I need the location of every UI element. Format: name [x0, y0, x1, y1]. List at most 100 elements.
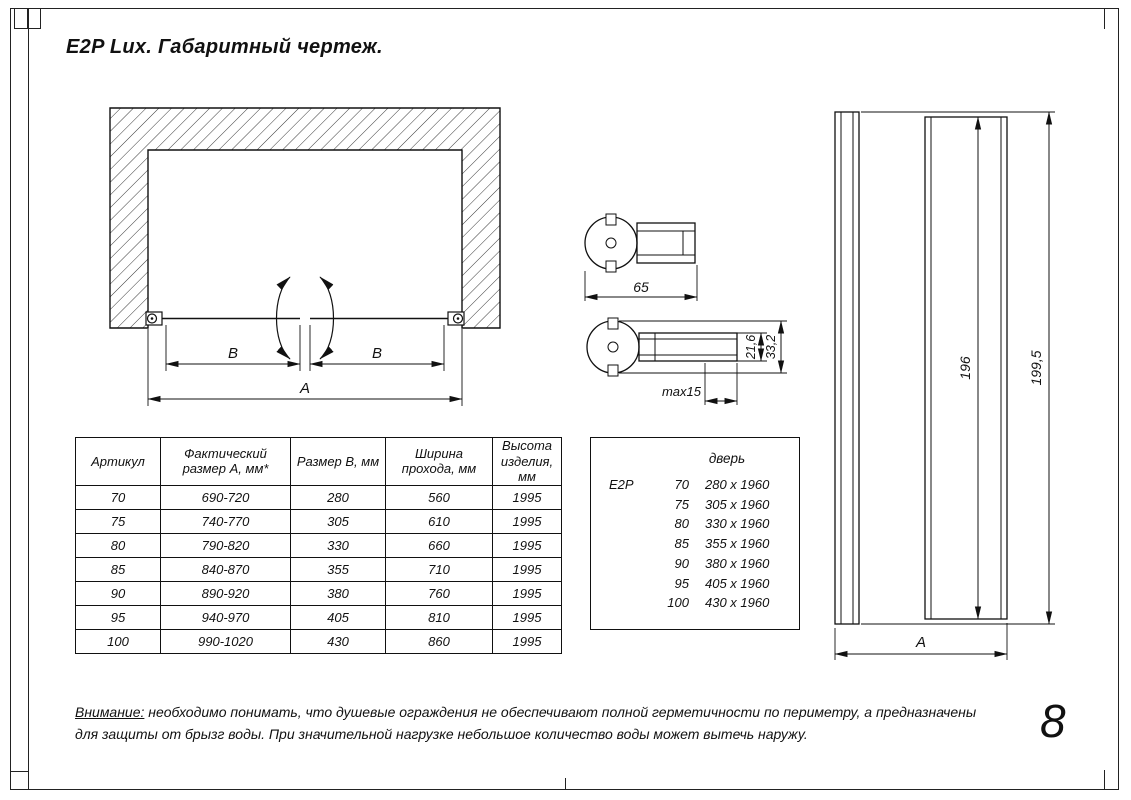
- spec-cell: 85: [75, 556, 161, 582]
- spec-cell: 1995: [492, 556, 562, 582]
- sheet-margin-line: [28, 8, 29, 790]
- dim-label-b-right: B: [372, 345, 382, 362]
- spec-cell: 740-770: [160, 508, 291, 534]
- spec-cell: 95: [75, 604, 161, 630]
- door-series: [609, 534, 657, 554]
- door-dims: 430 x 1960: [705, 595, 770, 611]
- door-dims: 330 x 1960: [705, 516, 770, 532]
- spec-cell: 610: [385, 508, 493, 534]
- door-row: 80 330 x 1960: [609, 514, 799, 534]
- dim-front-a: A: [834, 623, 1008, 660]
- spec-cell: 1995: [492, 580, 562, 606]
- front-view-drawing: 196 199,5 A: [834, 111, 1055, 660]
- frame-mark-bottom-center: [565, 778, 566, 790]
- frame-mark-bottom-right: [1104, 770, 1105, 790]
- door-series: [609, 514, 657, 534]
- spec-header-article: Артикул: [75, 437, 161, 486]
- spec-cell: 405: [290, 604, 386, 630]
- door-series: E2P: [609, 477, 634, 492]
- spec-cell: 90: [75, 580, 161, 606]
- wall-profile-section-top: [584, 213, 696, 273]
- dim-33-2: 33,2: [619, 320, 787, 374]
- dim-65: 65: [584, 265, 698, 301]
- door-row: 75 305 x 1960: [609, 495, 799, 515]
- door-code: 100: [667, 595, 689, 611]
- door-code: 85: [674, 536, 689, 552]
- door-series: [609, 554, 657, 574]
- door-dims: 405 x 1960: [705, 575, 770, 591]
- door-row: 95 405 x 1960: [609, 574, 799, 594]
- door-dims: 280 x 1960: [705, 477, 770, 492]
- dim-label-33-2: 33,2: [764, 335, 778, 359]
- spec-cell: 810: [385, 604, 493, 630]
- plan-view-drawing: B B A: [109, 107, 501, 406]
- spec-cell: 330: [290, 532, 386, 558]
- spec-table: Артикул Фактический размер А, мм* Размер…: [75, 437, 562, 654]
- warning-note: Внимание: необходимо понимать, что душев…: [75, 701, 976, 745]
- sheet-frame: [10, 8, 1119, 790]
- spec-cell: 305: [290, 508, 386, 534]
- dim-label-65: 65: [633, 279, 649, 295]
- spec-cell: 840-870: [160, 556, 291, 582]
- spec-cell: 1995: [492, 604, 562, 630]
- frame-mark-top-left-2: [27, 8, 41, 29]
- door-swing-arrow-right: [319, 276, 335, 360]
- spec-cell: 690-720: [160, 484, 291, 510]
- dim-label-b-left: B: [228, 345, 238, 362]
- spec-cell: 380: [290, 580, 386, 606]
- dim-label-a: A: [299, 380, 310, 397]
- dim-196: 196: [957, 116, 982, 620]
- door-code: 75: [674, 496, 689, 512]
- door-dims: 380 x 1960: [705, 555, 770, 571]
- front-wall-profile: [834, 111, 860, 625]
- door-series: [609, 574, 657, 594]
- door-code: 80: [674, 516, 689, 532]
- spec-cell: 1995: [492, 532, 562, 558]
- spec-cell: 80: [75, 532, 161, 558]
- door-dims: 305 x 1960: [705, 496, 770, 512]
- spec-header-size-a: Фактический размер А, мм*: [160, 437, 291, 486]
- door-series: [609, 495, 657, 515]
- page-number: 8: [1040, 695, 1066, 747]
- spec-header-size-b: Размер В, мм: [290, 437, 386, 486]
- spec-cell: 660: [385, 532, 493, 558]
- dim-21-6: 21,6: [737, 332, 767, 362]
- door-code: 95: [674, 575, 689, 591]
- spec-cell: 70: [75, 484, 161, 510]
- spec-cell: 990-1020: [160, 628, 291, 654]
- profile-sections-drawing: 65 21,6 33,2: [584, 213, 787, 405]
- spec-cell: 75: [75, 508, 161, 534]
- spec-cell: 355: [290, 556, 386, 582]
- door-code: 70: [674, 477, 689, 492]
- door-dims: 355 x 1960: [705, 536, 770, 552]
- spec-cell: 560: [385, 484, 493, 510]
- spec-cell: 1995: [492, 484, 562, 510]
- spec-cell: 1995: [492, 508, 562, 534]
- spec-header-passage: Ширина прохода, мм: [385, 437, 493, 486]
- dim-label-max15: max15: [662, 384, 702, 399]
- spec-cell: 790-820: [160, 532, 291, 558]
- spec-cell: 860: [385, 628, 493, 654]
- dim-199-5: 199,5: [861, 111, 1055, 625]
- spec-cell: 100: [75, 628, 161, 654]
- dim-label-199-5: 199,5: [1028, 350, 1044, 385]
- dim-label-21-6: 21,6: [744, 335, 758, 360]
- door-code: 90: [674, 555, 689, 571]
- page-title: E2P Lux. Габаритный чертеж.: [66, 36, 383, 58]
- door-row: 100 430 x 1960: [609, 593, 799, 613]
- warning-note-line1: необходимо понимать, что душевые огражде…: [144, 704, 977, 720]
- hinge-left: [145, 311, 163, 326]
- wall-profile-section-bottom: [586, 317, 738, 377]
- door-row: 85 355 x 1960: [609, 534, 799, 554]
- dim-label-front-a: A: [915, 634, 926, 651]
- spec-cell: 940-970: [160, 604, 291, 630]
- wall-hatch: [109, 107, 501, 329]
